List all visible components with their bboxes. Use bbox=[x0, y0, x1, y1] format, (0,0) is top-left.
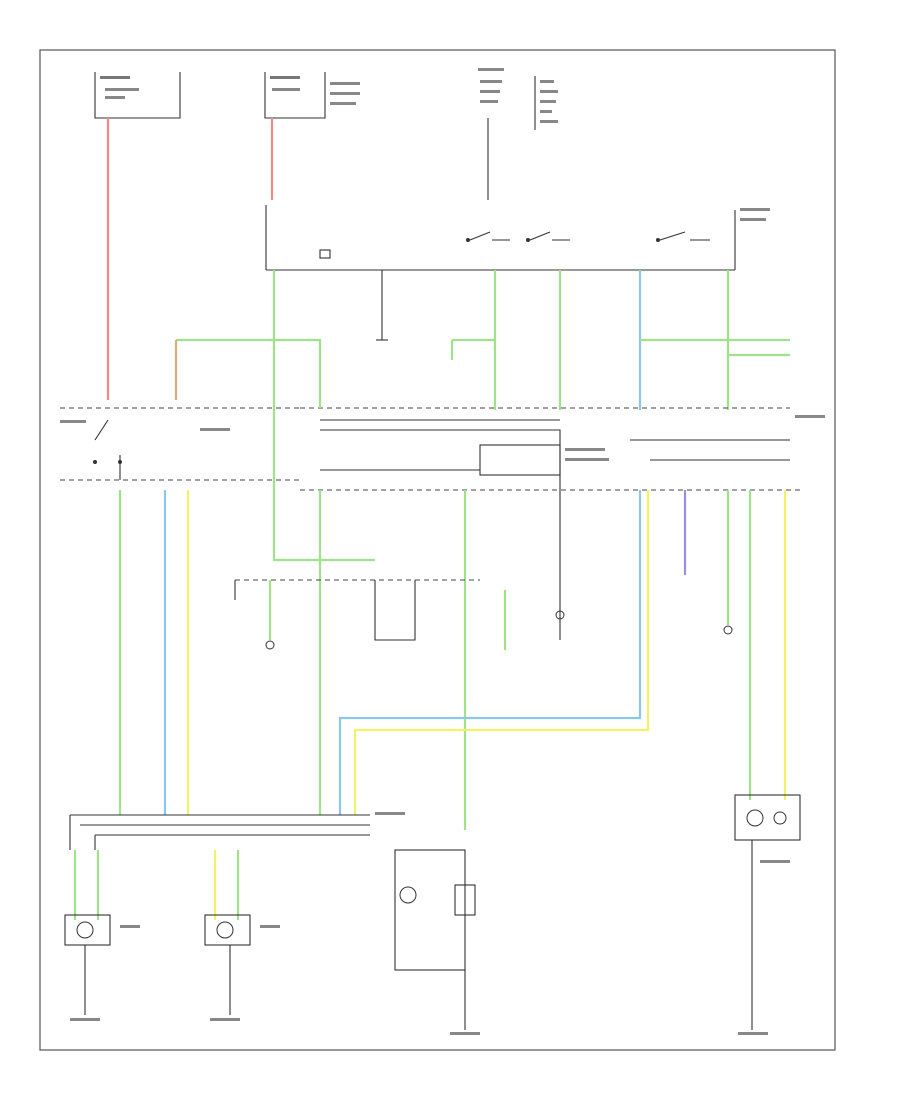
ground-symbol-a bbox=[265, 640, 275, 650]
lamp-bus-left bbox=[70, 814, 370, 836]
hot-at-all-times-note bbox=[478, 68, 558, 130]
wire-green-left-drop bbox=[272, 270, 375, 562]
fuse-block-center bbox=[264, 72, 360, 119]
lighting-switch-contacts bbox=[94, 419, 121, 480]
ground-symbol-b bbox=[555, 610, 565, 620]
left-front-lamp bbox=[64, 914, 111, 946]
right-front-lamp bbox=[204, 914, 251, 946]
center-lamp-box bbox=[394, 849, 466, 971]
right-note bbox=[795, 415, 825, 418]
relay-module-bus bbox=[320, 419, 561, 490]
wire-blue-cross bbox=[338, 490, 642, 815]
fuse-block-left bbox=[94, 72, 181, 119]
wire-yellow-cross bbox=[353, 490, 650, 815]
ground-label-left bbox=[70, 1018, 100, 1021]
ground-symbol-c bbox=[723, 625, 733, 635]
rear-lamp-assembly bbox=[734, 794, 801, 841]
sub-harness-loop bbox=[374, 580, 416, 641]
ground-label-center bbox=[450, 1032, 480, 1035]
wire-green-tan-loop bbox=[176, 338, 322, 408]
ground-label-right bbox=[738, 1032, 768, 1035]
turn-signal-switch-note bbox=[740, 208, 770, 211]
wire-green-junction bbox=[450, 338, 495, 360]
illumination-resistor bbox=[319, 249, 331, 259]
diagram-frame bbox=[39, 49, 836, 1051]
body-control-unit bbox=[479, 444, 561, 476]
switch-contacts bbox=[466, 231, 710, 242]
ground-label-left2 bbox=[210, 1018, 240, 1021]
lighting-switch-note bbox=[60, 420, 86, 423]
